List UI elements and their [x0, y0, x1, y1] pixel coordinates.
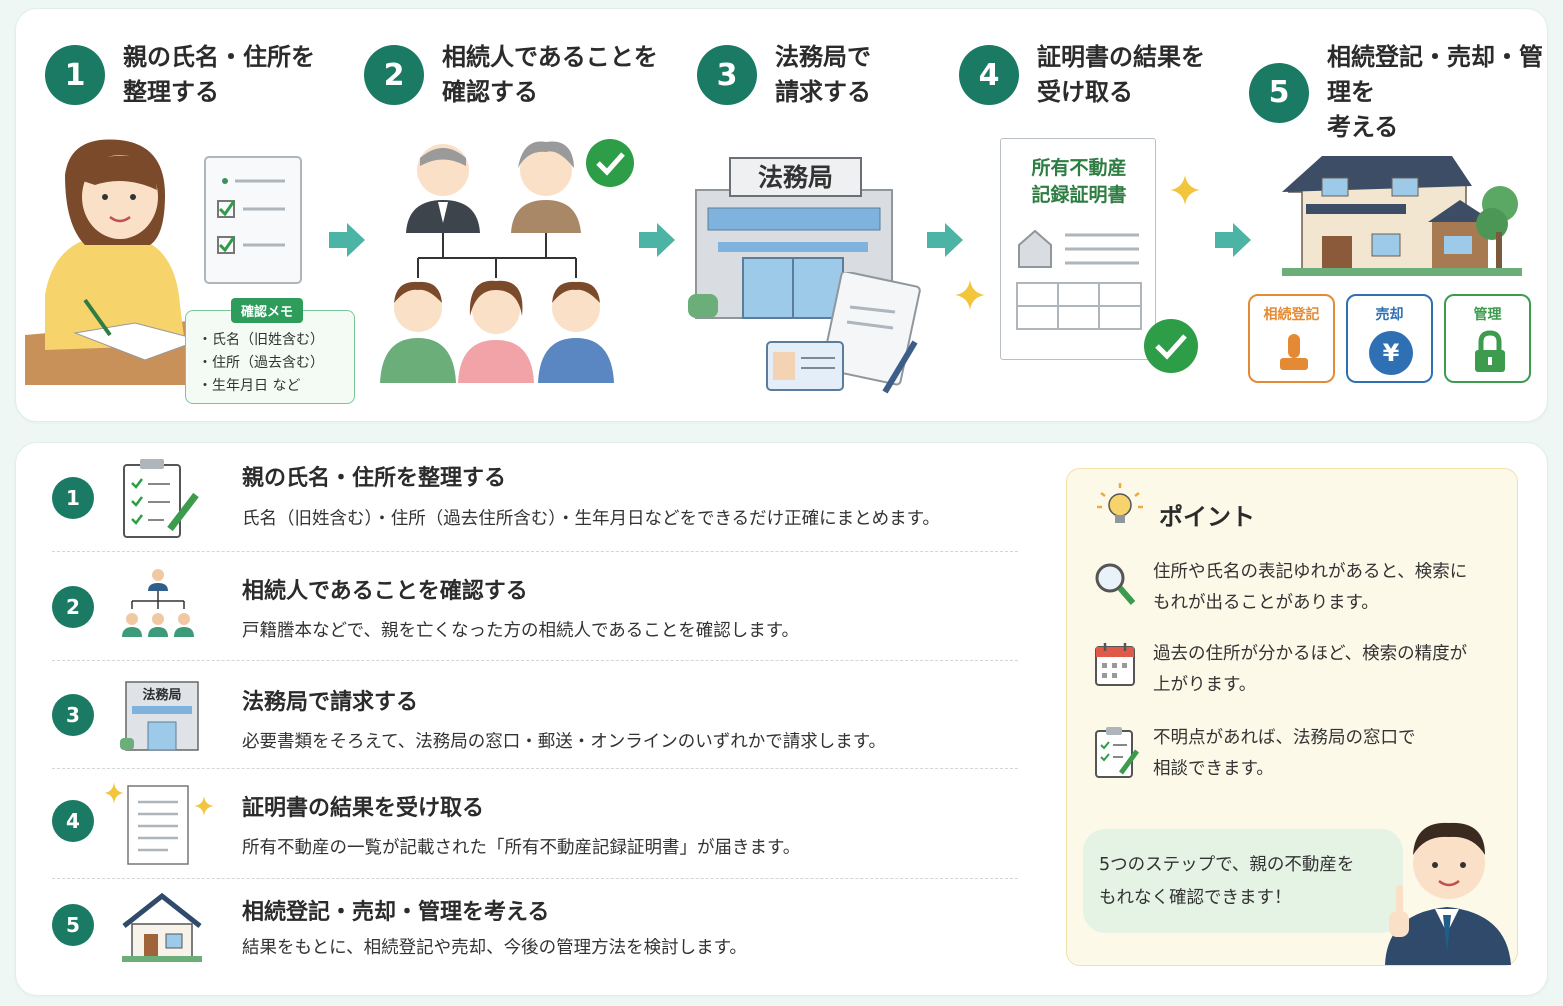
checklist-icon — [204, 156, 302, 284]
arrow-right-icon — [1215, 223, 1251, 257]
building-sign: 法務局 — [729, 157, 862, 197]
check-badge-icon — [1144, 319, 1198, 373]
arrow-right-icon — [329, 223, 365, 257]
step-1-number: 1 — [45, 45, 105, 105]
arrow-right-icon — [639, 223, 675, 257]
document-icon — [104, 782, 214, 865]
tile-label: 管理 — [1473, 307, 1502, 323]
point-box: ポイント 住所や氏名の表記ゆれがあると、検索に もれが出ることがあります。 過去… — [1066, 468, 1518, 966]
clipboard-icon — [1095, 727, 1140, 778]
list-item-3: 3 法務局 法務局で請求する 必要書類をそろえて、法務局の窓口・郵送・オンライン… — [52, 676, 1018, 766]
list-title: 親の氏名・住所を整理する — [242, 466, 507, 491]
list-number: 5 — [52, 904, 94, 946]
house-illustration — [1282, 156, 1522, 276]
list-number: 1 — [52, 477, 94, 519]
lightbulb-icon — [1097, 483, 1143, 523]
yen-icon: ¥ — [1369, 331, 1413, 375]
divider — [52, 878, 1018, 879]
list-number: 2 — [52, 586, 94, 628]
step-5-header: 5 相続登記・売却・管理を 考える — [1249, 40, 1563, 145]
tip-text: 過去の住所が分かるほど、検索の精度が 上がります。 — [1153, 644, 1468, 695]
sparkle-icon — [955, 280, 985, 310]
step-4-title: 証明書の結果を 受け取る — [1037, 43, 1205, 106]
memo-item: ・氏名（旧姓含む） — [198, 332, 324, 348]
list-description: 必要書類をそろえて、法務局の窓口・郵送・オンラインのいずれかで請求します。 — [242, 732, 886, 752]
list-item-2: 2 相続人であることを確認する 戸籍謄本などで、親を亡くなった方の相続人であるこ… — [52, 567, 1018, 657]
step-3-number: 3 — [697, 45, 757, 105]
clipboard-checklist-icon — [123, 459, 199, 538]
tip-text: 住所や氏名の表記ゆれがあると、検索に もれが出ることがあります。 — [1153, 562, 1468, 613]
list-description: 戸籍謄本などで、親を亡くなった方の相続人であることを確認します。 — [242, 621, 800, 641]
speech-bubble-text: 5つのステップで、親の不動産を もれなく確認できます！ — [1099, 855, 1355, 908]
list-description: 氏名（旧姓含む）・住所（過去住所含む）・生年月日などをできるだけ正確にまとめます… — [242, 509, 940, 529]
step-1-title: 親の氏名・住所を 整理する — [123, 43, 315, 106]
list-number: 3 — [52, 694, 94, 736]
magnifier-icon — [1095, 563, 1136, 605]
tile-sale: 売却 ¥ — [1346, 294, 1433, 383]
step-1-header: 1 親の氏名・住所を 整理する — [45, 40, 315, 110]
list-title: 法務局で請求する — [242, 690, 419, 715]
step-3-header: 3 法務局で 請求する — [697, 40, 871, 110]
divider — [52, 768, 1018, 769]
list-title: 相続人であることを確認する — [242, 579, 528, 604]
documents-and-id-card-illustration — [766, 272, 921, 394]
list-title: 証明書の結果を受け取る — [242, 796, 485, 821]
family-tree-illustration — [380, 141, 614, 383]
step-2-title: 相続人であることを 確認する — [442, 43, 658, 106]
list-item-4: 4 証明書の結果を受け取る 所有不動産の一覧が記載された「所有不動産記録証明書」… — [52, 782, 1018, 872]
list-description: 結果をもとに、相続登記や売却、今後の管理方法を検討します。 — [242, 938, 747, 958]
memo-item: ・生年月日 など — [198, 378, 301, 394]
stamp-icon — [1280, 334, 1308, 370]
arrow-right-icon — [927, 223, 963, 257]
speech-bubble: 5つのステップで、親の不動産を もれなく確認できます！ — [1083, 829, 1403, 933]
tile-label: 売却 — [1375, 307, 1404, 323]
building-icon-label: 法務局 — [142, 688, 182, 703]
memo-box: 確認メモ ・氏名（旧姓含む） ・住所（過去含む） ・生年月日 など — [185, 298, 355, 404]
step-4-number: 4 — [959, 45, 1019, 105]
step-5-number: 5 — [1249, 62, 1309, 123]
list-item-5: 5 相続登記・売却・管理を考える 結果をもとに、相続登記や売却、今後の管理方法を… — [52, 890, 1018, 980]
memo-tag: 確認メモ — [231, 298, 304, 323]
certificate-contents-icon — [1016, 229, 1142, 330]
tip-text: 不明点があれば、法務局の窓口で 相談できます。 — [1153, 728, 1416, 779]
svg-text:¥: ¥ — [1383, 339, 1400, 367]
list-title: 相続登記・売却・管理を考える — [242, 900, 550, 925]
certificate-title: 所有不動産 記録証明書 — [1031, 157, 1127, 206]
step-4-header: 4 証明書の結果を 受け取る — [959, 40, 1205, 110]
businessman-illustration — [1385, 822, 1511, 965]
certificate-document: 所有不動産 記録証明書 — [1000, 138, 1156, 360]
list-number: 4 — [52, 800, 94, 842]
point-title: ポイント — [1159, 503, 1255, 531]
step-5-title: 相続登記・売却・管理を 考える — [1327, 43, 1543, 141]
legal-bureau-building-illustration — [688, 189, 893, 319]
memo-item: ・住所（過去含む） — [198, 355, 324, 371]
sparkle-icon — [1170, 175, 1200, 205]
list-item-1: 1 親の氏名・住所を整理する 氏名（旧姓含む）・住所（過去住所含む）・生年月日な… — [52, 455, 1018, 545]
list-description: 所有不動産の一覧が記載された「所有不動産記録証明書」が届きます。 — [242, 838, 801, 858]
lock-icon — [1475, 330, 1505, 372]
step-2-number: 2 — [364, 45, 424, 105]
tile-management: 管理 — [1444, 294, 1531, 383]
divider — [52, 660, 1018, 661]
woman-writing-illustration — [25, 139, 205, 385]
check-badge-icon — [586, 139, 634, 187]
divider — [52, 551, 1018, 552]
step-3-title: 法務局で 請求する — [775, 43, 871, 106]
family-tree-icon — [122, 569, 194, 637]
house-icon — [122, 892, 202, 962]
tile-inheritance-registration: 相続登記 — [1248, 294, 1335, 383]
tile-label: 相続登記 — [1263, 307, 1320, 323]
step-2-header: 2 相続人であることを 確認する — [364, 40, 658, 110]
calendar-icon — [1095, 643, 1135, 686]
building-icon: 法務局 — [120, 680, 200, 752]
